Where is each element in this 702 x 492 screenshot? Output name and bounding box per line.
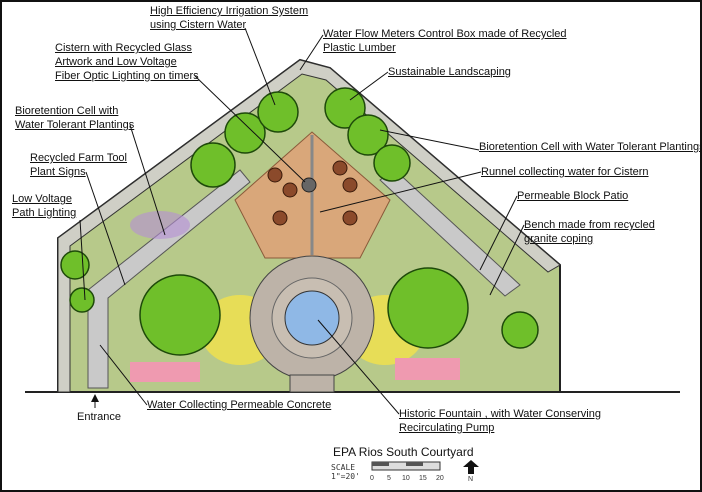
- scale-tick: 0: [370, 475, 374, 482]
- north-arrow-icon: [463, 460, 479, 474]
- label-entrance: Entrance: [77, 411, 122, 423]
- label-sustainable-landscaping: Sustainable Landscaping: [388, 66, 511, 78]
- label-patio: Permeable Block Patio: [517, 190, 629, 202]
- bioretention-bed: [130, 211, 190, 239]
- scale-bar: [371, 461, 441, 471]
- north-label: N: [468, 476, 474, 483]
- patio-tables: [267, 160, 358, 226]
- pink-bed: [130, 362, 200, 382]
- scale-tick: 10: [402, 475, 410, 482]
- wall: [57, 59, 561, 393]
- pink-bed: [395, 358, 460, 380]
- scale-tick: 5: [387, 475, 391, 482]
- label-permeable-concrete: Water Collecting Permeable Concrete: [147, 399, 332, 411]
- label-bioretention-right: Bioretention Cell with Water Tolerant Pl…: [479, 141, 702, 153]
- label-runnel: Runnel collecting water for Cistern: [481, 166, 649, 178]
- leader-lines: [79, 27, 525, 415]
- trees: [60, 87, 539, 356]
- fountain-entry: [289, 374, 335, 393]
- scale-tick: 20: [436, 475, 444, 482]
- plan-title: EPA Rios South Courtyard: [333, 445, 474, 459]
- cistern: [301, 177, 317, 193]
- entrance-arrow: [91, 394, 99, 402]
- label-fountain: Historic Fountain , with Water Conservin…: [399, 408, 601, 434]
- permeable-concrete-path: [87, 169, 251, 389]
- scale-tick: 15: [419, 475, 427, 482]
- fountain-pool: [284, 290, 340, 346]
- label-flow-meters: Water Flow Meters Control Box made of Re…: [323, 28, 567, 54]
